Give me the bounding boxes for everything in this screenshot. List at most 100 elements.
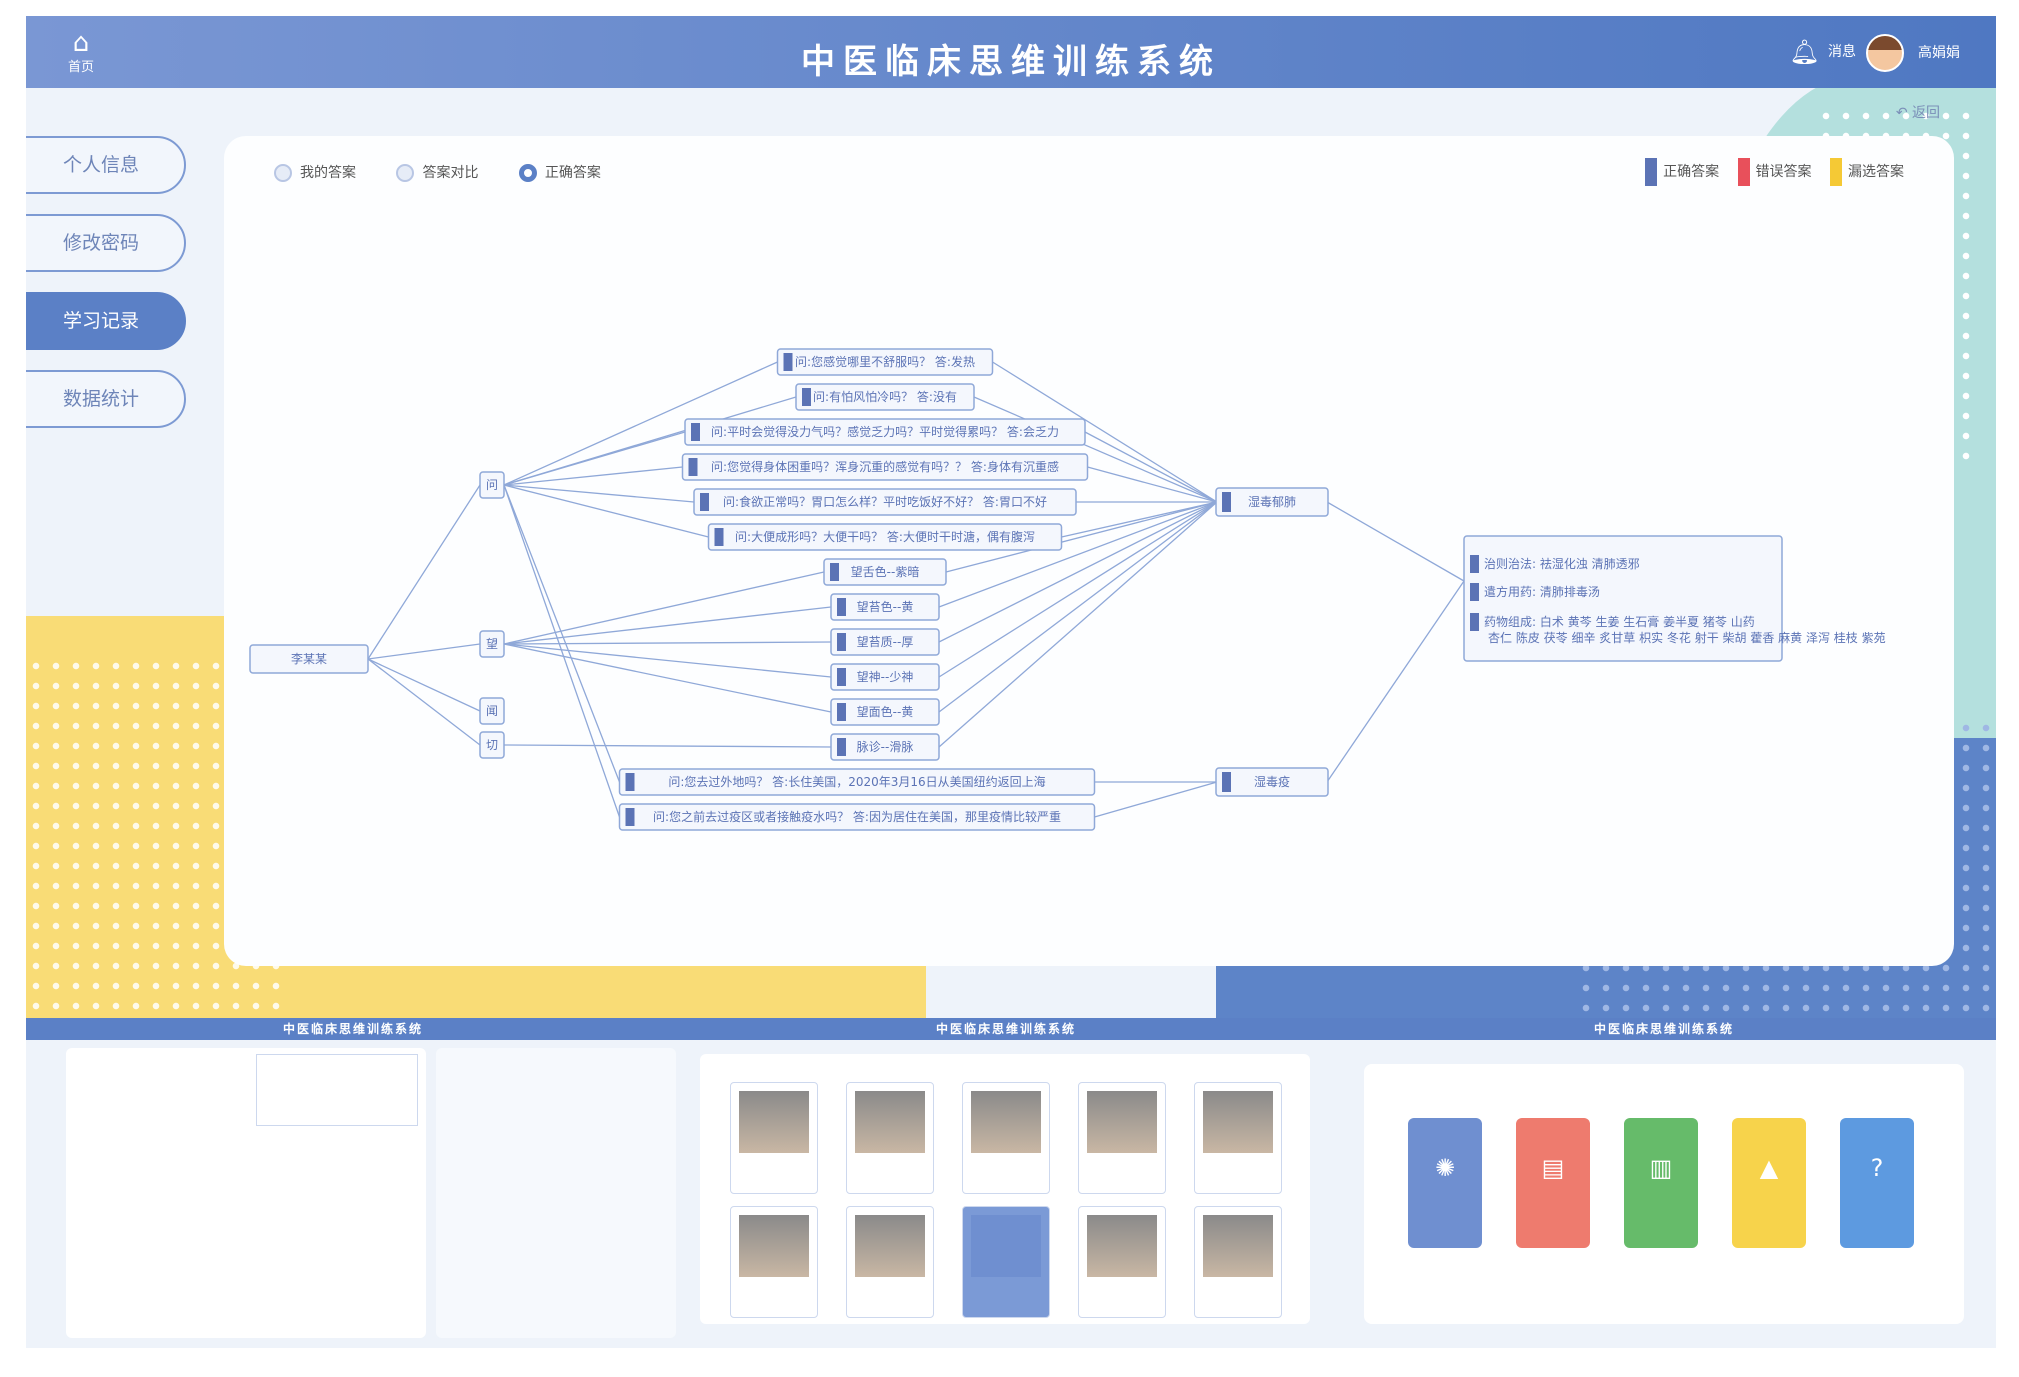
thumb-chat-panel [436,1048,676,1338]
mindmap-node-label: 脉诊--滑脉 [857,739,914,754]
patient-card[interactable] [1194,1082,1282,1194]
mindmap-syndrome-node[interactable]: 湿毒郁肺 [1215,487,1329,517]
mindmap-edge [503,484,621,818]
mindmap-panel: 我的答案 答案对比 正确答案 正确答案 错误答案 漏选答案 李某某问望闻切问:您… [224,136,1954,966]
mindmap-method-node[interactable]: 闻 [479,697,505,725]
mindmap-edge [503,606,832,645]
question-icon: ? [1870,1154,1884,1182]
mindmap-edge [938,501,1218,748]
messages-button[interactable]: 🔔︎ 消息 [1789,38,1856,66]
thumbnail-module-select: 中医临床思维训练系统 ✺ ▤ ▥ ▲ ? [1332,1018,1996,1348]
mindmap-edge [503,643,832,678]
mindmap-method-node[interactable]: 问 [479,471,505,499]
radio-dot [396,164,415,182]
module-tile[interactable]: ✺ [1408,1118,1482,1248]
mindmap-edge [992,361,1218,503]
thumb-sidebar [26,1040,62,1348]
radio-label: 我的答案 [300,165,356,181]
mindmap-finding-node[interactable]: 问:大便成形吗？大便干吗？ 答:大便时干时溏，偶有腹泻 [707,523,1063,551]
home-button[interactable]: ⌂ 首页 [56,30,106,75]
radio-my-answer[interactable]: 我的答案 [274,162,356,182]
back-button[interactable]: ↶ 返回 [1896,102,1940,122]
sidebar-item-statistics[interactable]: 数据统计 [26,370,186,428]
mindmap-syndrome-node[interactable]: 湿毒疫 [1215,767,1329,797]
legend-item-wrong: 错误答案 [1737,158,1812,186]
mindmap-finding-node[interactable]: 望苔色--黄 [830,593,940,621]
sidebar-item-change-password[interactable]: 修改密码 [26,214,186,272]
mindmap-node-label: 问:平时会觉得没力气吗？感觉乏力吗？平时觉得累吗？ 答:会乏力 [711,424,1059,439]
radio-compare[interactable]: 答案对比 [396,162,478,182]
book-icon: ▥ [1649,1154,1673,1182]
mindmap-finding-node[interactable]: 脉诊--滑脉 [830,733,940,761]
mindmap-node-label: 望舌色--紫暗 [851,564,920,579]
mindmap-finding-node[interactable]: 问:食欲正常吗？胃口怎么样？平时吃饭好不好？ 答:胃口不好 [693,488,1077,516]
mindmap-finding-node[interactable]: 望神--少神 [830,663,940,691]
mindmap-edge [367,643,481,660]
patient-photo [855,1091,925,1153]
thumbnail-title: 中医临床思维训练系统 [26,1018,680,1040]
avatar [1865,34,1904,72]
mindmap-edge [367,658,481,746]
patient-card[interactable] [1078,1082,1166,1194]
mindmap-finding-node[interactable]: 望舌色--紫暗 [823,558,947,586]
mindmap-root-patient[interactable]: 李某某 [249,644,369,674]
mindmap-finding-node[interactable]: 望苔质--厚 [830,628,940,656]
radio-correct-answer[interactable]: 正确答案 [518,162,601,182]
mindmap-edge [503,744,832,748]
module-tile[interactable]: ▲ [1732,1118,1806,1248]
bell-icon: 🔔︎ [1789,38,1820,66]
radio-label: 正确答案 [544,165,601,181]
patient-card[interactable] [730,1206,818,1318]
mindmap-method-node[interactable]: 切 [479,731,505,759]
mindmap-node-label: 望苔质--厚 [857,635,914,649]
patient-card[interactable] [846,1206,934,1318]
patient-photo [739,1091,809,1153]
mindmap-node-label: 问:食欲正常吗？胃口怎么样？平时吃饭好不好？ 答:胃口不好 [723,494,1047,509]
mindmap-finding-node[interactable]: 问:您感觉哪里不舒服吗？ 答:发热 [776,348,994,376]
user-menu[interactable]: 高娟娟 [1865,34,1960,72]
module-tile[interactable]: ? [1840,1118,1914,1248]
legend: 正确答案 错误答案 漏选答案 [1631,158,1904,186]
patient-card[interactable] [846,1082,934,1194]
module-tile[interactable]: ▥ [1624,1118,1698,1248]
treatment-line: 遣方用药: 清肺排毒汤 [1484,584,1600,599]
patient-photo [1087,1215,1157,1277]
mindmap-edge [503,484,709,538]
mindmap-node-label: 切 [486,738,498,752]
legend-swatch [1737,158,1750,186]
mindmap-edge [973,396,1218,503]
mindmap-node-label: 问:您觉得身体困重吗？浑身沉重的感觉有吗？？ 答:身体有沉重感 [711,459,1059,474]
patient-card[interactable] [962,1082,1050,1194]
mindmap-method-node[interactable]: 望 [479,630,505,658]
mindmap-node-label: 望面色--黄 [857,705,914,719]
legend-item-correct: 正确答案 [1645,158,1719,186]
mindmap-finding-node[interactable]: 问:有怕风怕冷吗？ 答:没有 [795,383,975,411]
treatment-line: 药物组成: 白术 黄芩 生姜 生石膏 姜半夏 猪苓 山药 [1484,614,1755,629]
patient-card[interactable] [1078,1206,1166,1318]
patient-photo [1203,1091,1273,1153]
treatment-line: 杏仁 陈皮 茯苓 细辛 炙甘草 枳实 冬花 射干 柴胡 藿香 麻黄 泽泻 桂枝 … [1488,630,1886,645]
back-label: 返回 [1912,105,1940,121]
mindmap-node-label: 望神--少神 [857,670,914,684]
mindmap-edge [1326,501,1465,582]
mindmap-finding-node[interactable]: 问:您去过外地吗？ 答:长住美国，2020年3月16日从美国纽约返回上海 [618,768,1096,796]
patient-card-selected[interactable] [962,1206,1050,1318]
sidebar-item-study-records[interactable]: 学习记录 [26,292,186,350]
mindmap-finding-node[interactable]: 问:您之前去过疫区或者接触疫水吗？ 答:因为居住在美国，那里疫情比较严重 [618,803,1096,831]
mindmap-finding-node[interactable]: 问:您觉得身体困重吗？浑身沉重的感觉有吗？？ 答:身体有沉重感 [681,453,1089,481]
mindmap-node-label: 闻 [486,704,498,718]
patient-card[interactable] [1194,1206,1282,1318]
document-icon: ▤ [1541,1154,1565,1182]
sidebar-item-personal-info[interactable]: 个人信息 [26,136,186,194]
mindmap-edge [367,484,481,660]
mindmap-finding-node[interactable]: 问:平时会觉得没力气吗？感觉乏力吗？平时觉得累吗？ 答:会乏力 [684,418,1086,446]
legend-swatch [1645,158,1658,186]
mindmap-finding-node[interactable]: 望面色--黄 [830,698,940,726]
patient-card[interactable] [730,1082,818,1194]
legend-swatch [1830,158,1842,186]
module-tile[interactable]: ▤ [1516,1118,1590,1248]
thumbnail-chat-screen: 中医临床思维训练系统 [26,1018,680,1348]
top-bar: ⌂ 首页 中医临床思维训练系统 🔔︎ 消息 高娟娟 [26,16,1996,88]
mindmap-edge [938,501,1218,608]
